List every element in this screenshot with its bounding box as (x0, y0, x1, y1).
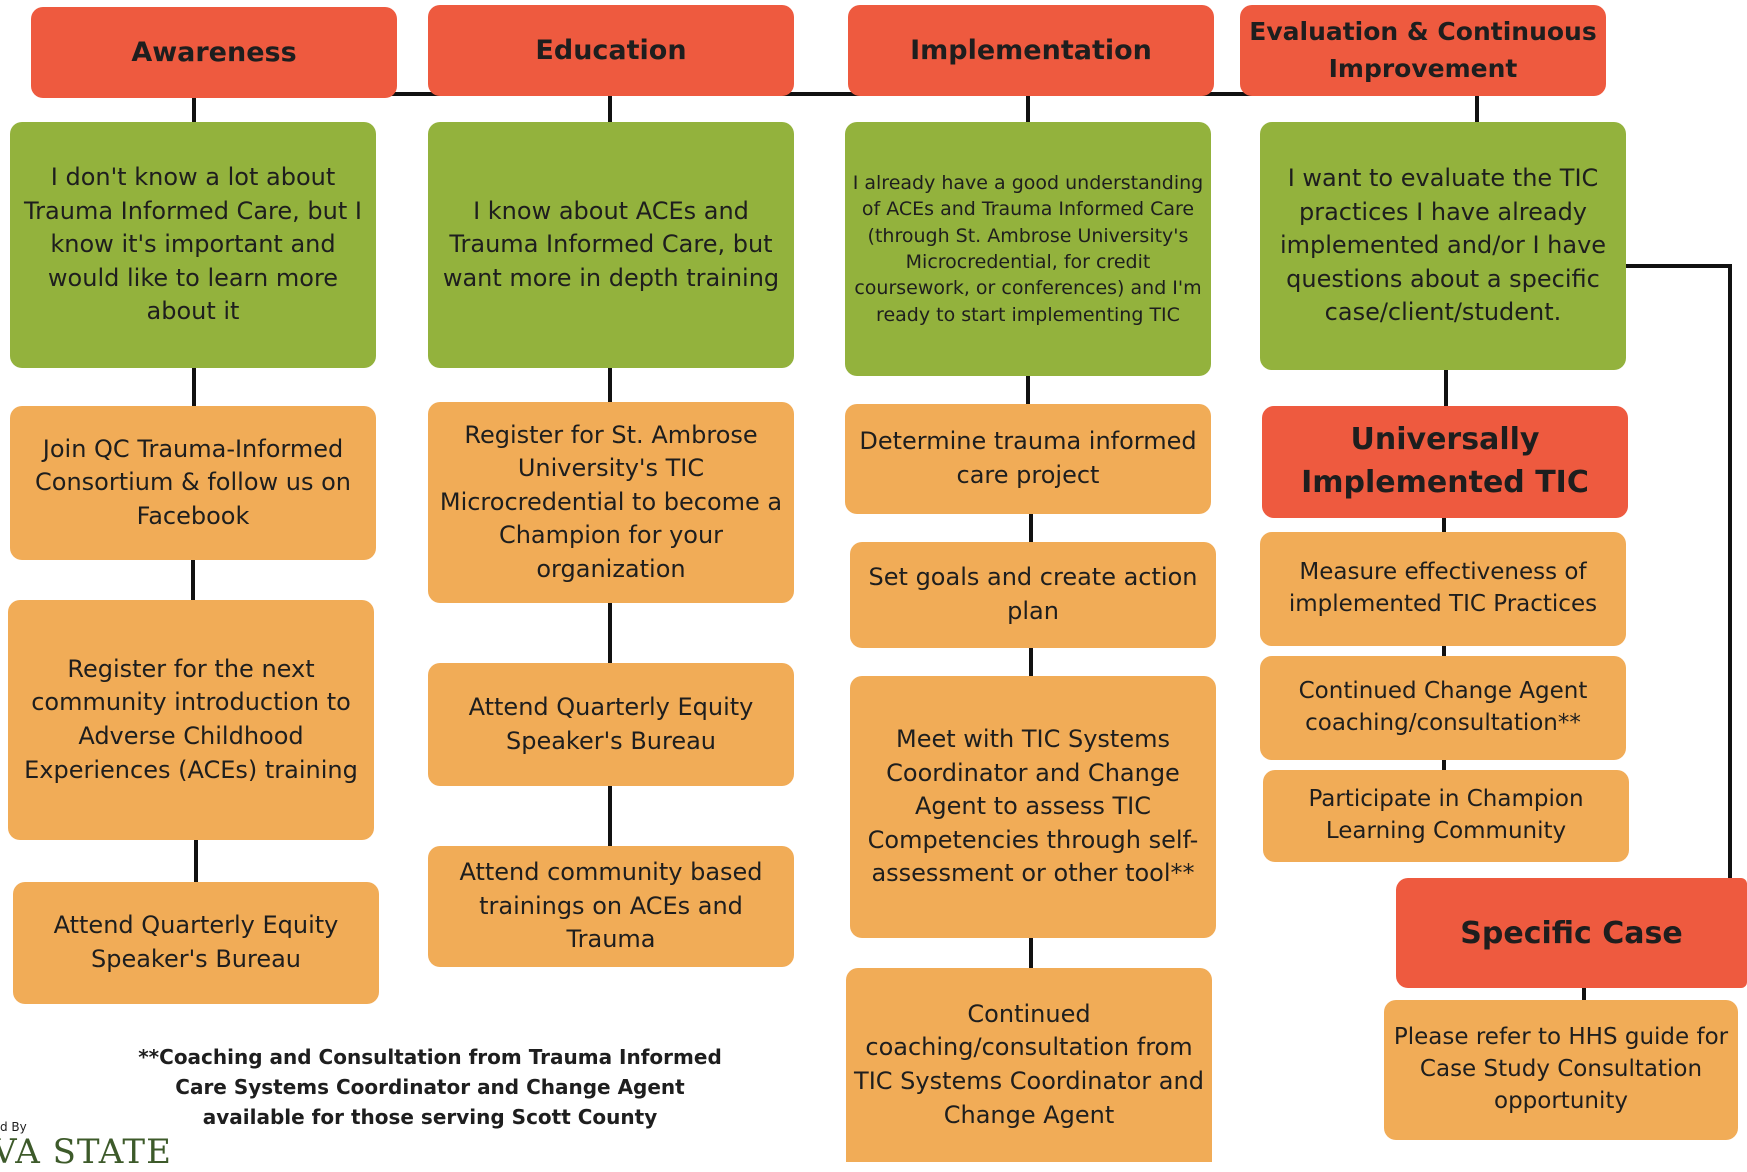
header-awareness-label: Awareness (131, 37, 297, 68)
awareness-step-1-text: Join QC Trauma-Informed Consortium & fol… (35, 434, 351, 530)
education-step-1: Register for St. Ambrose University's TI… (428, 402, 794, 603)
implementation-step-1: Determine trauma informed care project (845, 404, 1211, 514)
statement-education-text: I know about ACEs and Trauma Informed Ca… (442, 196, 780, 292)
universally-step-1: Measure effectiveness of implemented TIC… (1260, 532, 1626, 646)
header-universally-implemented: Universally Implemented TIC (1262, 406, 1628, 518)
implementation-step-2-text: Set goals and create action plan (868, 563, 1198, 625)
universally-step-3: Participate in Champion Learning Communi… (1263, 770, 1629, 862)
header-education-label: Education (535, 35, 687, 66)
logo-caption: d By (0, 1120, 27, 1134)
statement-awareness-text: I don't know a lot about Trauma Informed… (24, 163, 362, 326)
awareness-step-3: Attend Quarterly Equity Speaker's Bureau (13, 882, 379, 1004)
education-step-3-text: Attend community based trainings on ACEs… (459, 858, 763, 954)
awareness-step-2-text: Register for the next community introduc… (24, 654, 358, 784)
specific-case-step-1-text: Please refer to HHS guide for Case Study… (1393, 1024, 1729, 1114)
implementation-step-4: Continued coaching/consultation from TIC… (846, 968, 1212, 1162)
universally-step-3-text: Participate in Champion Learning Communi… (1308, 786, 1584, 844)
header-specific-case: Specific Case (1396, 878, 1747, 988)
education-step-1-text: Register for St. Ambrose University's TI… (439, 420, 783, 583)
education-step-3: Attend community based trainings on ACEs… (428, 846, 794, 967)
awareness-step-1: Join QC Trauma-Informed Consortium & fol… (10, 406, 376, 560)
implementation-step-2: Set goals and create action plan (850, 542, 1216, 648)
implementation-step-3-text: Meet with TIC Systems Coordinator and Ch… (867, 725, 1199, 888)
awareness-step-2: Register for the next community introduc… (8, 600, 374, 840)
universally-step-2: Continued Change Agent coaching/consulta… (1260, 656, 1626, 760)
implementation-step-1-text: Determine trauma informed care project (859, 427, 1197, 489)
statement-implementation: I already have a good understanding of A… (845, 122, 1211, 376)
header-education: Education (428, 5, 794, 96)
awareness-step-3-text: Attend Quarterly Equity Speaker's Bureau (53, 911, 339, 973)
statement-education: I know about ACEs and Trauma Informed Ca… (428, 122, 794, 368)
statement-evaluation: I want to evaluate the TIC practices I h… (1260, 122, 1626, 370)
universally-step-2-text: Continued Change Agent coaching/consulta… (1298, 678, 1588, 736)
statement-evaluation-text: I want to evaluate the TIC practices I h… (1279, 164, 1607, 327)
implementation-step-3: Meet with TIC Systems Coordinator and Ch… (850, 676, 1216, 938)
footnote: **Coaching and Consultation from Trauma … (138, 1045, 722, 1129)
implementation-step-4-text: Continued coaching/consultation from TIC… (854, 999, 1204, 1129)
specific-case-step-1: Please refer to HHS guide for Case Study… (1384, 1000, 1738, 1140)
header-implementation: Implementation (848, 5, 1214, 96)
header-universally-implemented-label: Universally Implemented TIC (1301, 422, 1589, 500)
header-implementation-label: Implementation (910, 35, 1152, 66)
logo-text: VA STATE (0, 1132, 172, 1172)
statement-implementation-text: I already have a good understanding of A… (852, 171, 1204, 326)
statement-awareness: I don't know a lot about Trauma Informed… (10, 122, 376, 368)
header-specific-case-label: Specific Case (1460, 915, 1683, 951)
education-step-2: Attend Quarterly Equity Speaker's Bureau (428, 663, 794, 786)
header-evaluation-label: Evaluation & Continuous Improvement (1249, 17, 1597, 83)
universally-step-1-text: Measure effectiveness of implemented TIC… (1288, 559, 1598, 617)
education-step-2-text: Attend Quarterly Equity Speaker's Bureau (468, 692, 754, 755)
header-awareness: Awareness (31, 7, 397, 98)
header-evaluation: Evaluation & Continuous Improvement (1240, 5, 1606, 96)
